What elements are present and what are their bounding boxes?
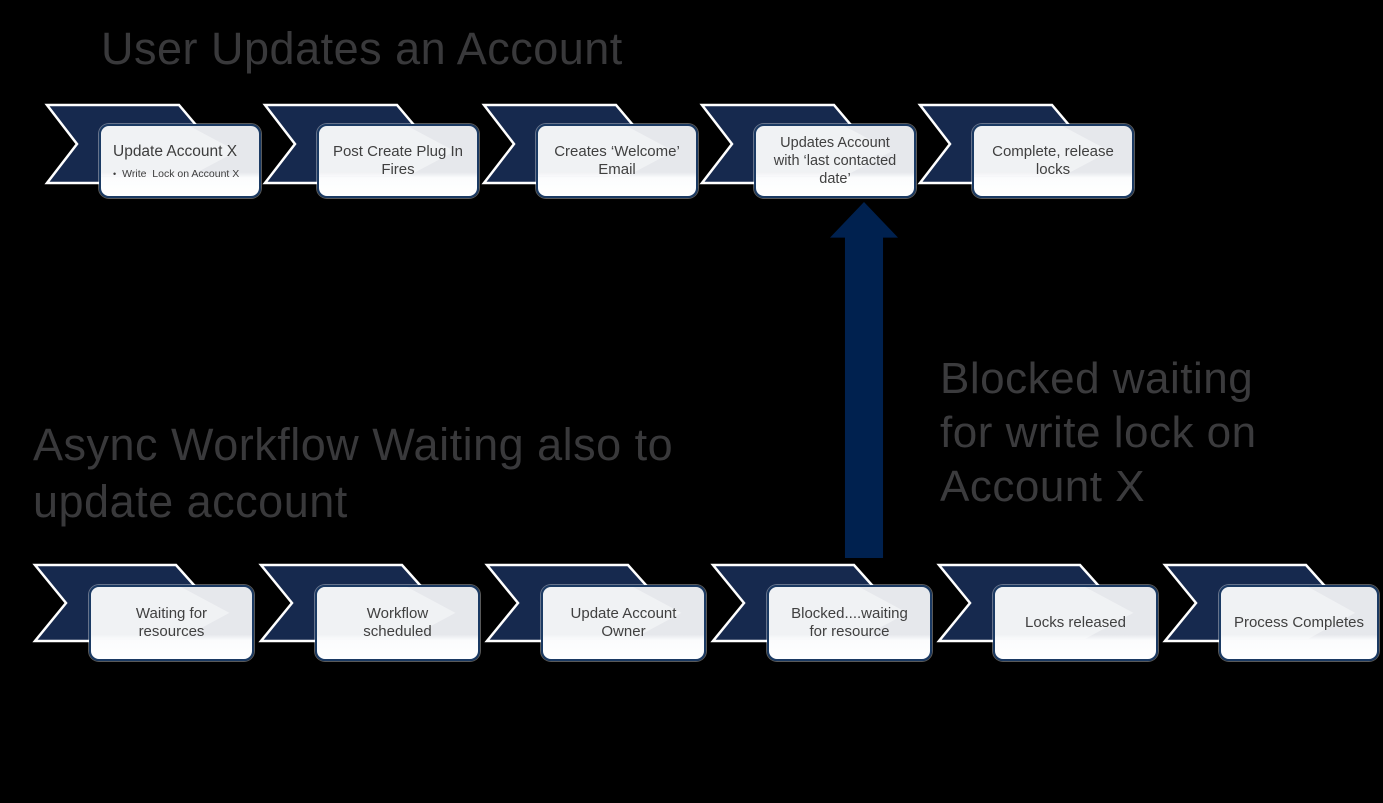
step-creates-welcome-email: Creates ‘Welcome’ Email xyxy=(481,103,698,198)
process-box: Updates Account with ‘last contacted dat… xyxy=(754,124,916,198)
process-box-label: Post Create Plug In Fires xyxy=(332,143,464,178)
step-complete-release-locks: Complete, release locks xyxy=(917,103,1134,198)
process-box-label: Process Completes xyxy=(1233,614,1365,631)
process-box-title: Update Account X xyxy=(113,143,238,160)
step-locks-released: Locks released xyxy=(936,563,1158,663)
step-post-create-plugin: Post Create Plug In Fires xyxy=(262,103,479,198)
process-box: Creates ‘Welcome’ Email xyxy=(536,124,698,198)
process-box: Update Account Owner xyxy=(541,585,706,661)
title-async-workflow: Async Workflow Waiting also to update ac… xyxy=(33,419,674,527)
process-box: Process Completes xyxy=(1219,585,1379,661)
step-update-account-x: Update Account X • Write Lock on Account … xyxy=(44,103,261,198)
process-box-label: Creates ‘Welcome’ Email xyxy=(554,143,680,178)
bullet-text: Write Lock on Account X xyxy=(122,168,240,180)
process-box: Complete, release locks xyxy=(972,124,1134,198)
process-box-label: Locks released xyxy=(1025,614,1126,631)
process-box-bullet: • Write Lock on Account X xyxy=(113,168,239,180)
process-box: Workflow scheduled xyxy=(315,585,480,661)
bullet-icon: • xyxy=(113,169,117,179)
process-box-label: Complete, release locks xyxy=(992,143,1114,178)
process-box-label: Workflow scheduled xyxy=(363,605,432,640)
process-box: Update Account X • Write Lock on Account … xyxy=(99,124,261,198)
step-update-account-owner: Update Account Owner xyxy=(484,563,706,663)
process-box: Locks released xyxy=(993,585,1158,661)
process-box: Post Create Plug In Fires xyxy=(317,124,479,198)
process-box-label: Updates Account with ‘last contacted dat… xyxy=(773,135,897,187)
blocked-up-arrow xyxy=(830,202,898,558)
process-box-label: Update Account Owner xyxy=(570,605,677,640)
step-updates-last-contacted: Updates Account with ‘last contacted dat… xyxy=(699,103,916,198)
step-waiting-for-resources: Waiting for resources xyxy=(32,563,254,663)
process-box-label: Blocked....waiting for resource xyxy=(791,605,908,640)
step-process-completes: Process Completes xyxy=(1162,563,1383,663)
annotation-blocked-waiting: Blocked waiting for write lock on Accoun… xyxy=(940,354,1257,511)
title-user-updates-account: User Updates an Account xyxy=(101,23,623,74)
step-workflow-scheduled: Workflow scheduled xyxy=(258,563,480,663)
process-box: Blocked....waiting for resource xyxy=(767,585,932,661)
step-blocked-waiting-resource: Blocked....waiting for resource xyxy=(710,563,932,663)
process-box-label: Waiting for resources xyxy=(135,605,208,640)
process-box: Waiting for resources xyxy=(89,585,254,661)
